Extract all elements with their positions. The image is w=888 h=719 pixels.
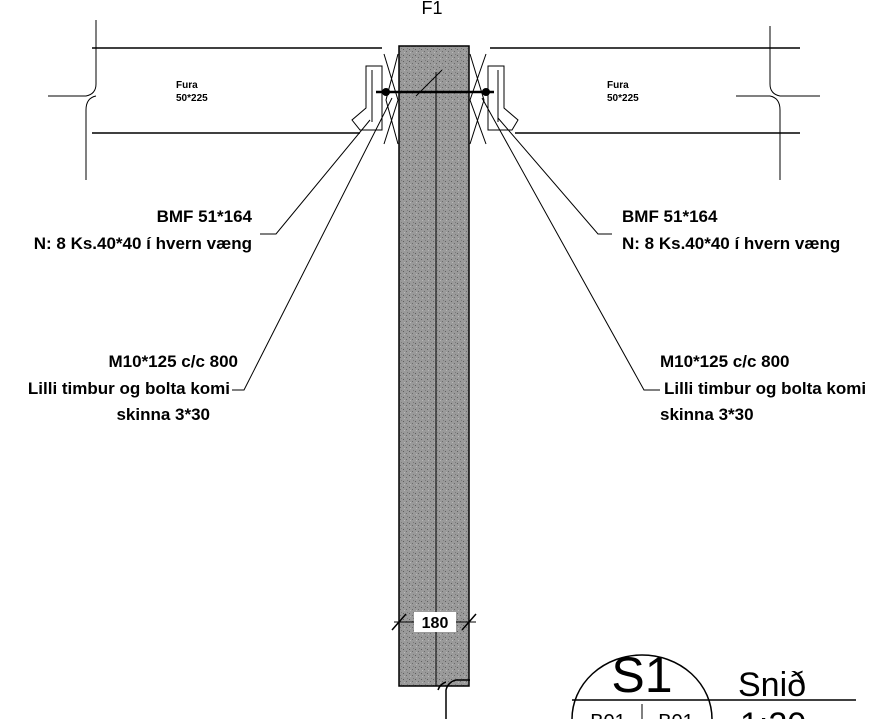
beam-left-size: 50*225 — [176, 93, 208, 104]
section-mark: S1 — [611, 647, 672, 703]
leader-bolt-right — [481, 97, 660, 391]
hanger-right-line1: BMF 51*164 — [622, 207, 718, 226]
section-title: Snið — [738, 666, 806, 704]
dimension-value: 180 — [422, 615, 449, 632]
section-title-block — [571, 654, 856, 719]
bolt-left-line3: skinna 3*30 — [116, 405, 210, 424]
section-ref-left: B01 — [590, 711, 626, 719]
section-scale: 1:20 — [740, 706, 806, 719]
hanger-left-line1: BMF 51*164 — [157, 207, 253, 226]
hanger-right-line2: N: 8 Ks.40*40 í hvern væng — [622, 234, 840, 253]
section-ref-right: B01 — [658, 711, 694, 719]
bolt-right-line3: skinna 3*30 — [660, 405, 754, 424]
dimension-line — [391, 612, 477, 632]
beam-right-material: Fura — [607, 80, 629, 91]
beam-left — [48, 20, 382, 180]
leader-hanger-right — [497, 117, 612, 235]
leader-hanger-left — [260, 119, 371, 235]
column — [398, 45, 470, 719]
hanger-left-line2: N: 8 Ks.40*40 í hvern væng — [34, 234, 252, 253]
leader-bolt-left — [232, 97, 393, 391]
hanger-right-shape — [469, 53, 519, 145]
bolt-right-line1: M10*125 c/c 800 — [660, 352, 790, 371]
grid-label: F1 — [421, 0, 442, 18]
hanger-left-shape — [351, 53, 399, 145]
beam-left-material: Fura — [176, 80, 198, 91]
beam-right — [490, 26, 820, 180]
bolt-right-line2: Lilli timbur og bolta komi — [664, 379, 866, 398]
beam-right-size: 50*225 — [607, 93, 639, 104]
bolt-left-line1: M10*125 c/c 800 — [109, 352, 239, 371]
through-bolt — [376, 69, 494, 97]
bolt-left-line2: Lilli timbur og bolta komi — [28, 379, 230, 398]
